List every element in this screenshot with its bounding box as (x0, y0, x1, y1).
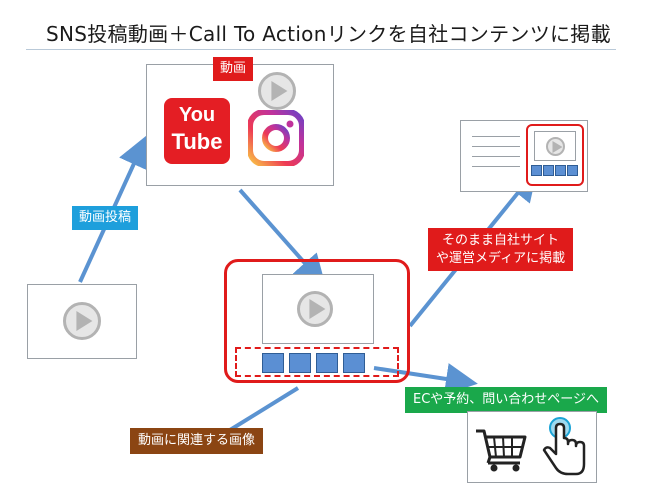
site-text-line (472, 136, 520, 137)
site-embed-thumb (555, 165, 566, 176)
source-video-panel (27, 284, 137, 359)
site-embed-frame (526, 124, 584, 186)
site-embed-thumb (531, 165, 542, 176)
post-video-label: 動画投稿 (72, 206, 139, 230)
embed-label: そのまま自社サイト や運営メディアに掲載 (428, 228, 574, 272)
site-text-line (472, 146, 520, 147)
related-images-label: 動画に関連する画像 (130, 428, 264, 454)
pointer-hand-icon (542, 417, 586, 476)
youtube-logo: You Tube (164, 98, 230, 164)
related-images-dashed-box (235, 347, 399, 377)
play-icon (546, 137, 565, 156)
youtube-logo-text-top: You (178, 104, 216, 126)
related-image-thumb (316, 353, 338, 373)
play-icon (297, 291, 333, 327)
related-image-thumb (262, 353, 284, 373)
embed-label-line-1: そのまま自社サイト (442, 233, 560, 248)
site-embed-thumb (543, 165, 554, 176)
instagram-logo (248, 110, 304, 166)
page-title: SNS投稿動画＋Call To Actionリンクを自社コンテンツに掲載 (46, 22, 611, 46)
play-icon (63, 302, 101, 340)
site-text-line (472, 156, 520, 157)
site-text-line (472, 166, 520, 167)
cta-label: ECや予約、問い合わせページへ (405, 387, 608, 413)
arrow-label-to-images (228, 386, 300, 432)
related-image-thumb (289, 353, 311, 373)
embed-label-line-2: や運営メディアに掲載 (436, 250, 566, 266)
embedded-content-frame (224, 259, 410, 383)
youtube-logo-text-bottom: Tube (171, 129, 223, 154)
arrow-sns-to-embed (238, 188, 326, 287)
shopping-cart-icon (476, 429, 527, 472)
title-divider (26, 49, 616, 50)
play-icon (258, 72, 296, 110)
video-label: 動画 (213, 57, 254, 81)
arrow-images-to-cta (373, 363, 478, 395)
related-image-thumb (343, 353, 365, 373)
site-embed-thumb (567, 165, 578, 176)
